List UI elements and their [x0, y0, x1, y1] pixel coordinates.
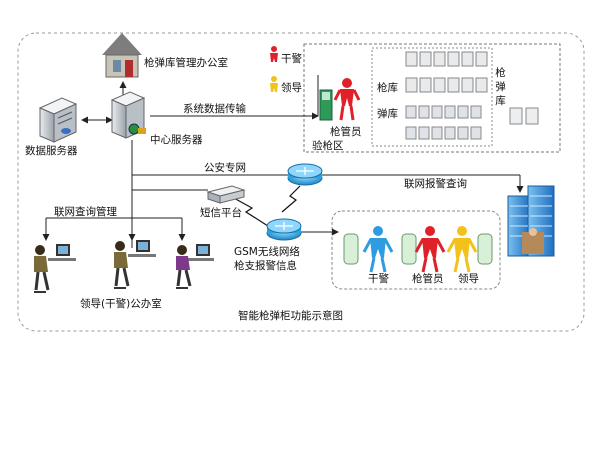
people-officer-label: 干警 [368, 273, 389, 285]
people-leader-label: 领导 [458, 273, 479, 285]
legend-leader-label: 领导 [281, 82, 302, 94]
sms-platform-icon [206, 185, 246, 204]
people-frame [331, 210, 501, 290]
armory-frame [303, 43, 561, 153]
office-house-icon [102, 33, 142, 78]
data-server-icon [38, 97, 78, 143]
gun-rack-icon [405, 51, 488, 93]
keeper-label: 枪管员 [330, 126, 362, 138]
person-officer-large-icon [362, 226, 394, 273]
workstation-icon [34, 244, 76, 293]
label-networked-alarm: 联网报警查询 [404, 178, 467, 190]
workstation-icon [114, 240, 156, 289]
label-leader-office: 领导(干警)公办室 [80, 298, 162, 310]
label-central-server: 中心服务器 [150, 134, 203, 146]
person-leader-large-icon [446, 226, 478, 273]
ammo-cabinet-icon [405, 105, 482, 140]
legend-officer-label: 干警 [281, 53, 302, 65]
router-icon [266, 218, 302, 241]
label-armory-office: 枪弹库管理办公室 [144, 57, 228, 69]
armory-inner-frame [371, 47, 493, 147]
ammo-store-label: 弹库 [377, 108, 398, 120]
inspection-area-label: 验枪区 [312, 140, 344, 152]
outer-frame [17, 32, 585, 332]
label-data-server: 数据服务器 [25, 145, 78, 157]
label-sms-platform: 短信平台 [200, 207, 242, 219]
alarm-device-icon [343, 233, 493, 265]
building-icon [507, 185, 555, 257]
connections [42, 75, 524, 248]
lightning-icon [281, 185, 301, 213]
cabinet-unit-icon [509, 107, 539, 125]
label-gun-alarm-info: 枪支报警信息 [234, 260, 297, 272]
label-data-transfer: 系统数据传输 [183, 103, 246, 115]
lightning-icon [231, 196, 269, 227]
router-icon [287, 163, 323, 186]
gun-store-label: 枪库 [377, 82, 398, 94]
person-officer-icon [270, 46, 278, 62]
person-keeper-large-icon [414, 226, 446, 273]
armory-side-label: 枪弹库 [495, 67, 506, 107]
person-keeper-icon [333, 78, 361, 121]
diagram-caption: 智能枪弹柜功能示意图 [238, 310, 343, 322]
label-networked-query: 联网查询管理 [54, 206, 117, 218]
people-keeper-label: 枪管员 [412, 273, 444, 285]
person-leader-icon [270, 76, 278, 92]
label-police-net: 公安专网 [204, 162, 246, 174]
workstation-icon [176, 244, 214, 289]
central-server-icon [110, 91, 146, 139]
label-gsm-network: GSM无线网络 [234, 246, 300, 258]
inspection-kiosk-icon [319, 89, 333, 121]
